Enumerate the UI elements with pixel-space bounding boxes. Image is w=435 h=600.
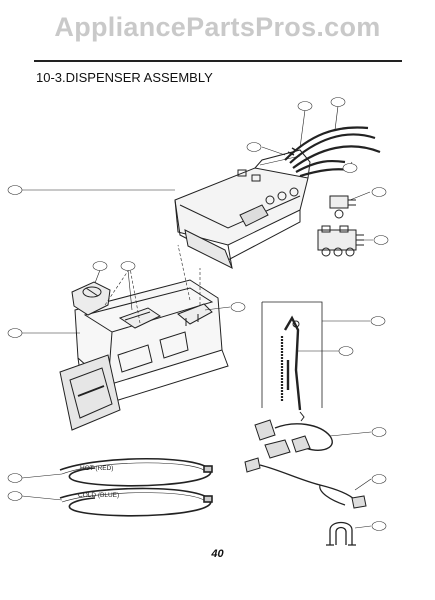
callout-F430 [342,163,358,173]
callout-F470 [338,346,354,356]
callout-F500 [371,521,387,531]
hot-hose-label: HOT (RED) [80,465,113,472]
wire-harness [254,411,333,459]
callout-F340 [92,261,108,271]
siphon-cap [177,303,213,326]
callout-F450 [373,235,389,245]
watermark: AppliancePartsPros.com [54,12,381,42]
callout-F360 [120,261,136,271]
wire-cable [244,457,367,509]
dispenser-housing [174,149,311,270]
callout-F320 [7,185,23,195]
callout-F510 [7,473,23,483]
hose-clamp [326,521,356,546]
callout-F410 [330,97,346,107]
title-rule [34,60,402,62]
callout-F370 [230,302,246,312]
callout-F380 [297,101,313,111]
softener-cup [71,281,111,316]
detergent-drawer [59,279,229,431]
section-title: 10-3.DISPENSER ASSEMBLY [36,70,213,85]
callout-F420 [246,142,262,152]
tubes [284,126,381,178]
page-number: 40 [211,548,224,560]
callout-F490 [371,474,387,484]
callout-F332 [7,328,23,338]
hot-hose [59,458,213,487]
cold-hose [59,487,213,517]
callout-F440 [371,187,387,197]
callout-F460 [370,316,386,326]
callout-F520 [7,491,23,501]
double-valve [317,225,364,257]
hose-panel [261,301,323,411]
cold-hose-label: COLD (BLUE) [78,492,119,499]
callout-F480 [371,427,387,437]
single-valve [329,195,356,219]
callouts [7,97,389,531]
bleach-cap [118,307,162,329]
